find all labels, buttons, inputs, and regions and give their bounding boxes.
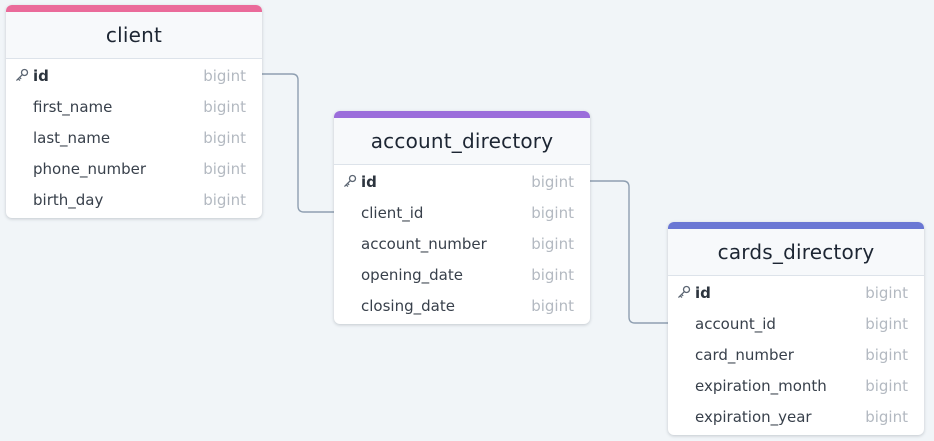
column-type: bigint xyxy=(203,128,246,147)
column-type: bigint xyxy=(865,314,908,333)
table-header-account-directory[interactable]: account_directory xyxy=(334,111,590,165)
column-name: id xyxy=(33,66,49,85)
key-icon xyxy=(344,174,357,187)
column-type: bigint xyxy=(203,97,246,116)
column-name: account_id xyxy=(695,314,776,333)
column-row-opening-date[interactable]: opening_date bigint xyxy=(334,259,590,290)
column-name: last_name xyxy=(33,128,111,147)
column-row-id[interactable]: id bigint xyxy=(668,277,924,308)
key-icon xyxy=(16,68,29,81)
table-header-client[interactable]: client xyxy=(6,5,262,59)
column-name: id xyxy=(361,172,377,191)
relation-account-id-to-cards-account-id[interactable] xyxy=(590,180,668,324)
column-type: bigint xyxy=(531,296,574,315)
column-row-first-name[interactable]: first_name bigint xyxy=(6,91,262,122)
column-row-expiration-year[interactable]: expiration_year bigint xyxy=(668,401,924,432)
column-name: birth_day xyxy=(33,190,104,209)
table-title: client xyxy=(105,23,163,47)
column-row-account-number[interactable]: account_number bigint xyxy=(334,228,590,259)
relation-client-id-to-account-client-id[interactable] xyxy=(262,73,334,213)
column-type: bigint xyxy=(865,376,908,395)
column-row-birth-day[interactable]: birth_day bigint xyxy=(6,184,262,215)
column-row-id[interactable]: id bigint xyxy=(334,166,590,197)
column-name: id xyxy=(695,283,711,302)
column-name: card_number xyxy=(695,345,794,364)
table-header-cards-directory[interactable]: cards_directory xyxy=(668,222,924,276)
key-icon xyxy=(678,285,691,298)
table-title: cards_directory xyxy=(717,240,875,264)
column-row-closing-date[interactable]: closing_date bigint xyxy=(334,290,590,321)
table-title: account_directory xyxy=(370,129,554,153)
column-row-last-name[interactable]: last_name bigint xyxy=(6,122,262,153)
column-type: bigint xyxy=(203,66,246,85)
column-name: first_name xyxy=(33,97,113,116)
column-type: bigint xyxy=(865,283,908,302)
column-type: bigint xyxy=(203,190,246,209)
column-name: expiration_year xyxy=(695,407,812,426)
column-type: bigint xyxy=(531,172,574,191)
column-row-account-id[interactable]: account_id bigint xyxy=(668,308,924,339)
column-row-client-id[interactable]: client_id bigint xyxy=(334,197,590,228)
column-name: opening_date xyxy=(361,265,463,284)
column-type: bigint xyxy=(531,234,574,253)
table-account-directory[interactable]: account_directory id bigint client_id bi… xyxy=(334,111,590,324)
table-client[interactable]: client id bigint first_name bigint last_… xyxy=(6,5,262,218)
column-name: phone_number xyxy=(33,159,146,178)
column-name: closing_date xyxy=(361,296,455,315)
column-row-id[interactable]: id bigint xyxy=(6,60,262,91)
column-type: bigint xyxy=(531,203,574,222)
column-row-expiration-month[interactable]: expiration_month bigint xyxy=(668,370,924,401)
column-row-card-number[interactable]: card_number bigint xyxy=(668,339,924,370)
column-type: bigint xyxy=(865,407,908,426)
column-row-phone-number[interactable]: phone_number bigint xyxy=(6,153,262,184)
column-name: account_number xyxy=(361,234,487,253)
column-type: bigint xyxy=(203,159,246,178)
column-type: bigint xyxy=(531,265,574,284)
table-cards-directory[interactable]: cards_directory id bigint account_id big… xyxy=(668,222,924,435)
column-name: expiration_month xyxy=(695,376,827,395)
column-type: bigint xyxy=(865,345,908,364)
column-name: client_id xyxy=(361,203,424,222)
